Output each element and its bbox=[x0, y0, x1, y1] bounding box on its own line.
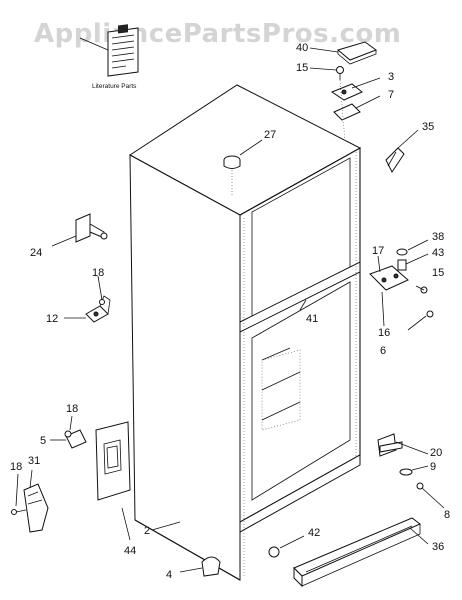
callout-18-lower: 18 bbox=[66, 403, 78, 415]
callout-36: 36 bbox=[432, 541, 444, 553]
part-27-cap[interactable] bbox=[223, 139, 263, 195]
callout-44: 44 bbox=[124, 545, 136, 557]
part-35-trim[interactable] bbox=[385, 129, 419, 173]
part-8-screw[interactable] bbox=[416, 482, 445, 509]
callout-27: 27 bbox=[264, 129, 276, 141]
part-36-toe-grille[interactable] bbox=[293, 517, 429, 588]
part-17-center-hinge[interactable] bbox=[369, 255, 409, 291]
callout-40: 40 bbox=[296, 42, 308, 54]
callout-41: 41 bbox=[306, 313, 318, 325]
callout-4: 4 bbox=[166, 569, 172, 581]
callout-20: 20 bbox=[430, 447, 442, 459]
part-38-washer[interactable] bbox=[396, 239, 429, 256]
part-5-clip[interactable] bbox=[50, 429, 87, 449]
part-16-screw[interactable] bbox=[381, 291, 385, 327]
callout-38: 38 bbox=[432, 231, 444, 243]
part-18-screw-b[interactable] bbox=[69, 415, 73, 431]
callout-18-left: 18 bbox=[10, 461, 22, 473]
callout-15-top: 15 bbox=[296, 62, 308, 74]
part-4-leveling-foot[interactable] bbox=[179, 556, 221, 577]
callout-17: 17 bbox=[372, 245, 384, 257]
part-2-leader bbox=[151, 521, 181, 531]
watermark: AppliancePartsPros.com bbox=[34, 19, 401, 49]
part-15-screw-mid[interactable] bbox=[415, 285, 428, 294]
part-6-screw[interactable] bbox=[407, 310, 434, 331]
part-18-screw-a[interactable] bbox=[97, 275, 105, 305]
callout-15-mid: 15 bbox=[432, 267, 444, 279]
callout-5: 5 bbox=[40, 435, 46, 447]
callout-8: 8 bbox=[444, 509, 450, 521]
part-24-bracket[interactable] bbox=[51, 213, 108, 247]
literature-parts-label: Literature Parts bbox=[92, 83, 137, 90]
part-18-screw-c[interactable] bbox=[11, 473, 27, 515]
callout-31: 31 bbox=[28, 455, 40, 467]
literature-booklet[interactable] bbox=[79, 24, 139, 77]
part-31-cover[interactable] bbox=[23, 469, 49, 533]
part-15-screw-top[interactable] bbox=[309, 66, 344, 81]
part-3-top-hinge[interactable] bbox=[330, 77, 381, 101]
callout-24: 24 bbox=[30, 247, 42, 259]
callout-3: 3 bbox=[388, 71, 394, 83]
callout-42: 42 bbox=[308, 527, 320, 539]
cabinet[interactable] bbox=[129, 84, 362, 581]
callout-16: 16 bbox=[378, 327, 390, 339]
callout-43: 43 bbox=[432, 247, 444, 259]
part-44-plate[interactable] bbox=[95, 421, 131, 541]
callout-9: 9 bbox=[430, 461, 436, 473]
part-41-leader bbox=[299, 299, 307, 311]
callout-2: 2 bbox=[144, 525, 150, 537]
part-43-spacer[interactable] bbox=[397, 253, 429, 271]
callout-35: 35 bbox=[422, 121, 434, 133]
part-20-bottom-hinge[interactable] bbox=[377, 433, 429, 457]
callout-12: 12 bbox=[46, 313, 58, 325]
part-7-hinge-shim[interactable] bbox=[333, 95, 381, 121]
part-9-washer[interactable] bbox=[399, 465, 429, 476]
callout-18-upper: 18 bbox=[92, 267, 104, 279]
callout-6: 6 bbox=[380, 345, 386, 357]
part-40-hinge-cover[interactable] bbox=[309, 41, 378, 65]
callout-7: 7 bbox=[388, 89, 394, 101]
part-42-roller[interactable] bbox=[268, 535, 305, 558]
